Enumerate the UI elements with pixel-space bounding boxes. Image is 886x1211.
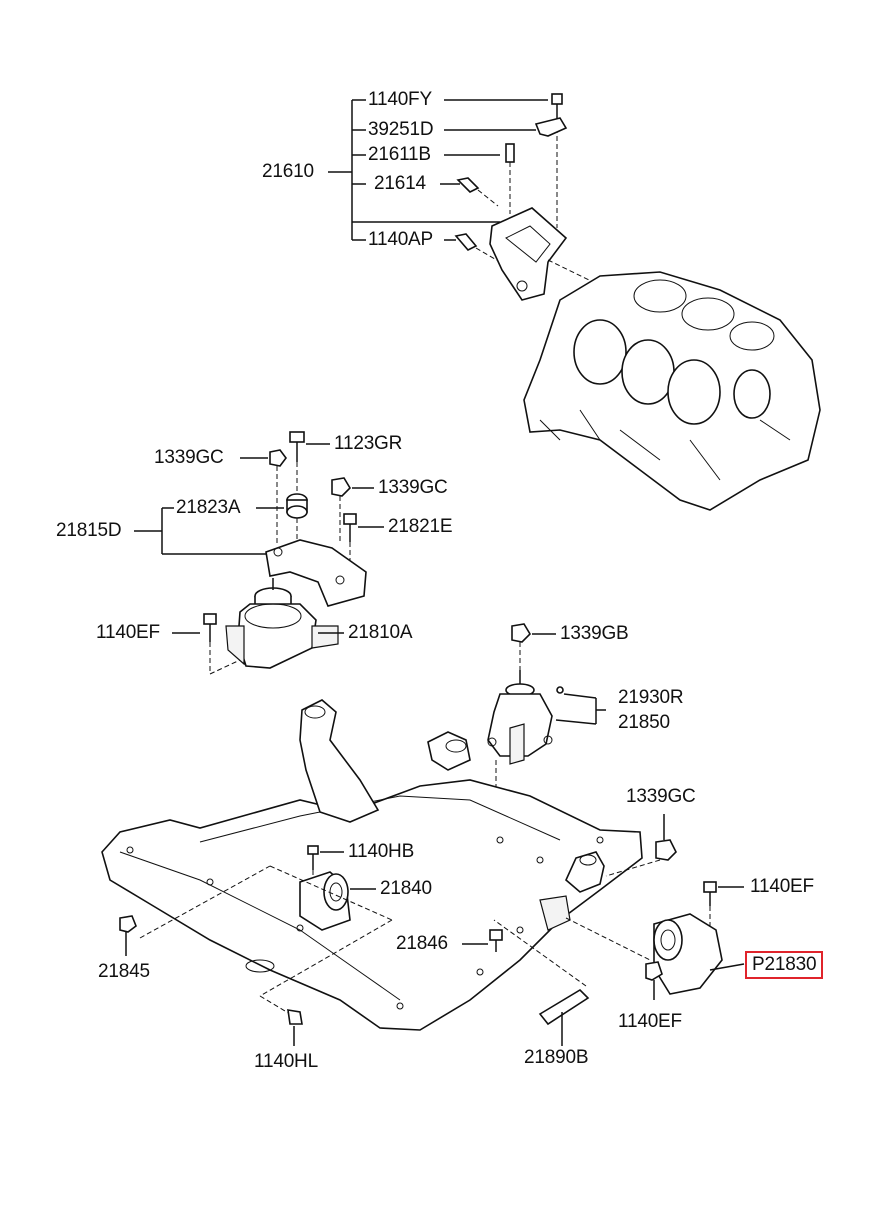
label-21614: 21614: [374, 173, 426, 194]
nut-21845: [119, 915, 137, 956]
bolt-1140EF-right-top: [703, 881, 744, 926]
roll-mount-21840: [299, 871, 376, 931]
nut-1339GC-upper: [240, 449, 287, 544]
label-1140EF-right-bottom: 1140EF: [618, 1011, 682, 1032]
label-1339GB: 1339GB: [560, 623, 629, 644]
label-21821E: 21821E: [388, 516, 453, 537]
engine-block: [523, 271, 821, 511]
subframe: [101, 699, 643, 1031]
label-1339GC-mid: 1339GC: [378, 477, 448, 498]
bolt-1123GR: [289, 431, 330, 492]
bolt-21821E: [343, 513, 384, 570]
bolt-1140FY: [551, 93, 563, 228]
label-1140EF-right-top: 1140EF: [750, 876, 814, 897]
label-1339GC-upper: 1339GC: [154, 447, 224, 468]
bracket-21610: [328, 99, 548, 241]
label-21810A: 21810A: [348, 622, 413, 643]
bolt-1140EF-left: [172, 613, 241, 675]
bracket-21930R-21850: [555, 686, 606, 725]
label-21930R: 21930R: [618, 687, 684, 708]
nut-1339GC-right: [605, 814, 677, 877]
bolt-21890B: [493, 919, 590, 1046]
label-21850: 21850: [618, 712, 670, 733]
label-21840: 21840: [380, 878, 432, 899]
label-39251D: 39251D: [368, 119, 434, 140]
label-1339GC-right: 1339GC: [626, 786, 696, 807]
nut-1339GC-mid: [331, 477, 374, 544]
washer-21823A: [286, 493, 308, 550]
label-21845: 21845: [98, 961, 150, 982]
label-21823A: 21823A: [176, 497, 241, 518]
label-1140HB: 1140HB: [348, 841, 415, 862]
label-21815D: 21815D: [56, 520, 122, 541]
label-1140HL: 1140HL: [254, 1051, 318, 1072]
bracket-21815D: [134, 507, 284, 555]
label-1140FY: 1140FY: [368, 89, 432, 110]
label-21611B: 21611B: [368, 144, 431, 165]
clip-39251D: [534, 117, 568, 137]
nut-1339GB: [511, 623, 556, 670]
mount-bracket-21815D: [265, 539, 367, 607]
label-P21830-highlighted[interactable]: P21830: [745, 951, 824, 979]
engine-bracket-21610: [489, 207, 568, 301]
label-21610: 21610: [262, 161, 314, 182]
engine-mount-21810A: [225, 578, 339, 669]
stud-21611B: [505, 143, 515, 214]
label-21890B: 21890B: [524, 1047, 589, 1068]
label-1123GR: 1123GR: [334, 433, 403, 454]
label-1140EF-left: 1140EF: [96, 622, 160, 643]
engine-mount-21930R: [487, 670, 553, 765]
bolt-1140HL: [259, 995, 303, 1046]
bolt-21614: [456, 177, 499, 207]
label-21846: 21846: [396, 933, 448, 954]
bolt-1140AP: [454, 233, 501, 263]
label-1140AP: 1140AP: [368, 229, 434, 250]
transmission-mount-P21830: [565, 913, 745, 995]
bolt-21846: [462, 929, 503, 952]
bolt-1140EF-right-bottom: [645, 961, 663, 1000]
